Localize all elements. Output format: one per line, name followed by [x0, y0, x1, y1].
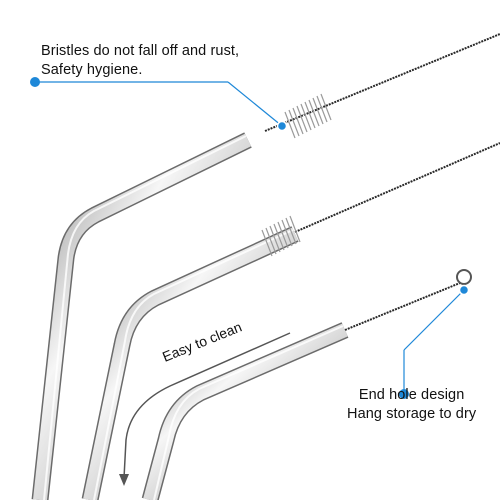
cleaning-brush-2 — [261, 142, 500, 257]
cleaning-brush-1 — [264, 33, 500, 139]
bristles-callout — [30, 77, 288, 132]
callout-dot — [276, 120, 288, 132]
straw-1 — [31, 132, 252, 500]
cleaning-brush-3 — [344, 269, 472, 331]
bristles-caption: Bristles do not fall off and rust, Safet… — [41, 42, 239, 80]
hang-loop — [456, 269, 472, 285]
end-hole-callout — [399, 284, 470, 399]
callout-dot — [30, 77, 40, 87]
easy-clean-arrow — [119, 332, 291, 486]
straw-3 — [141, 322, 349, 500]
brush-bristles-2 — [261, 215, 301, 257]
callout-dot — [458, 284, 470, 296]
straw-2 — [81, 226, 299, 500]
end-hole-caption-line2: Hang storage to dry — [347, 406, 477, 422]
end-hole-caption-line1: End hole design — [358, 387, 465, 403]
callout-dot — [399, 389, 409, 399]
brush-bristles-1 — [284, 93, 332, 139]
bristles-caption-line1: Bristles do not fall off and rust, — [41, 43, 240, 59]
end-hole-caption: End hole design Hang storage to dry — [347, 386, 476, 424]
bristles-caption-line2: Safety hygiene. — [41, 62, 143, 78]
